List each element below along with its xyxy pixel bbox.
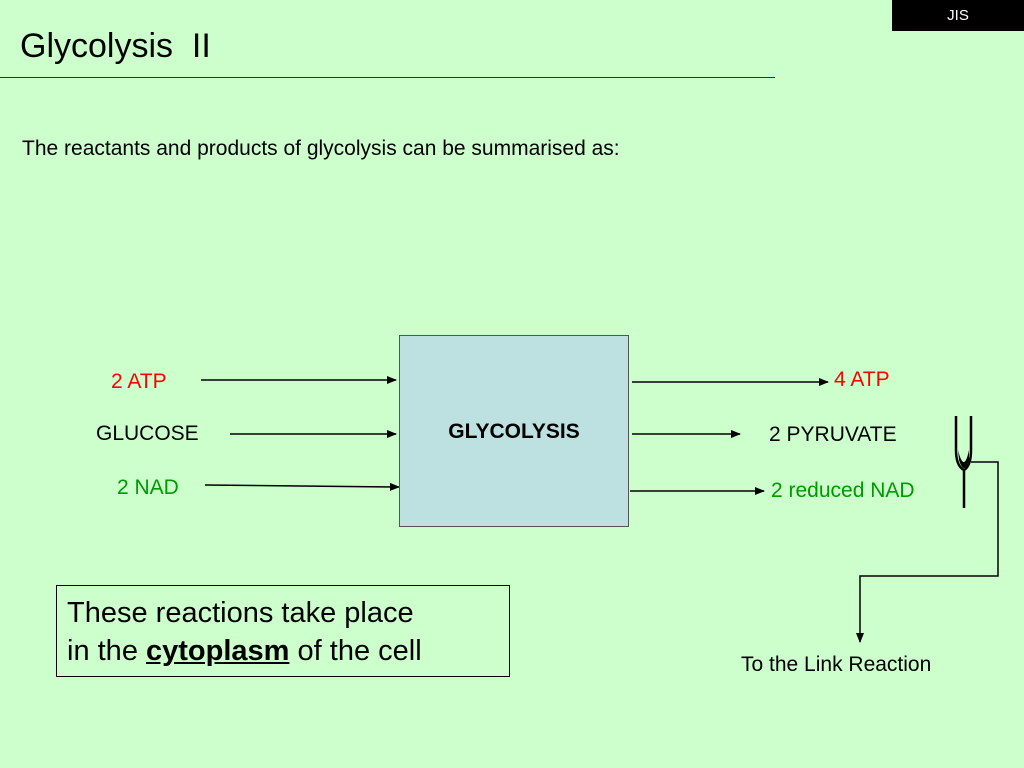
output-reduced-nad-label: 2 reduced NAD xyxy=(771,479,915,502)
arrow-nad-in xyxy=(204,482,400,491)
input-atp-label: 2 ATP xyxy=(111,370,167,393)
note-suffix: of the cell xyxy=(297,635,422,667)
output-atp-label: 4 ATP xyxy=(834,368,890,391)
fork-symbol xyxy=(954,416,973,508)
input-nad-label: 2 NAD xyxy=(117,476,179,499)
input-glucose-label: GLUCOSE xyxy=(96,422,199,445)
glycolysis-process-box: GLYCOLYSIS xyxy=(399,335,629,527)
title-divider xyxy=(0,77,775,78)
link-reaction-connector xyxy=(856,461,999,643)
note-prefix: in the xyxy=(67,635,138,667)
cytoplasm-emphasis: cytoplasm xyxy=(146,635,290,667)
note-line-1: These reactions take place xyxy=(67,597,414,629)
link-reaction-label: To the Link Reaction xyxy=(741,653,932,676)
slide-title: Glycolysis II xyxy=(20,27,211,65)
intro-text: The reactants and products of glycolysis… xyxy=(22,137,620,160)
note-line-2: in the cytoplasm of the cell xyxy=(67,632,499,670)
author-badge: JIS xyxy=(892,0,1024,31)
output-pyruvate-label: 2 PYRUVATE xyxy=(769,423,897,446)
location-note: These reactions take place in the cytopl… xyxy=(56,585,510,677)
process-label: GLYCOLYSIS xyxy=(448,420,580,443)
author-badge-label: JIS xyxy=(947,7,969,24)
